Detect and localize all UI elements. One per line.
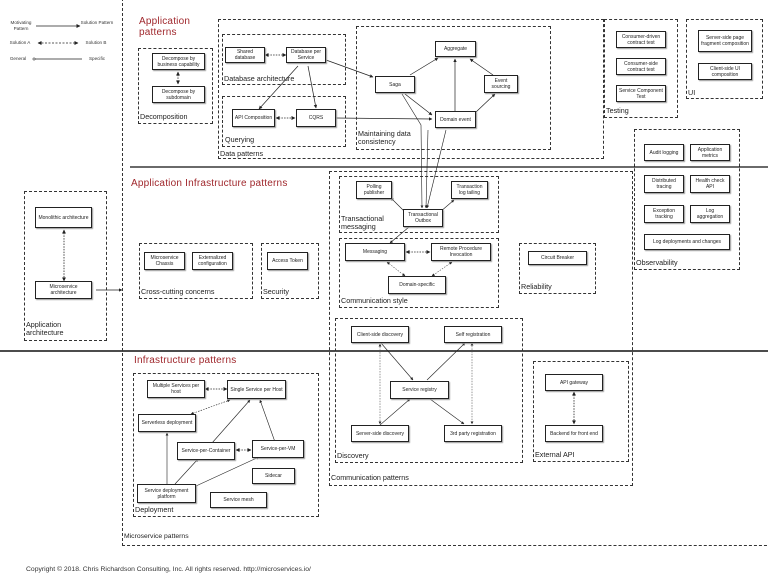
pattern-service-per-vm[interactable]: Service-per-VM [252,440,304,458]
copyright-text: Copyright © 2018. Chris Richardson Consu… [26,566,311,573]
pattern-audit-logging[interactable]: Audit logging [644,144,684,161]
pattern-multiple-services-per-host[interactable]: Multiple Services per host [147,380,205,398]
section-title-application-infrastructure: Application Infrastructure patterns [131,178,288,189]
pattern-3rd-party-registration[interactable]: 3rd party registration [444,425,502,442]
group-label-ui: UI [688,88,696,97]
group-label-querying: Querying [225,135,255,144]
pattern-remote-procedure-invocation[interactable]: Remote Procedure Invocation [431,243,491,261]
group-label-cross-cutting-concerns: Cross-cutting concerns [141,287,215,296]
group-label-reliability: Reliability [521,282,552,291]
group-reliability [519,243,596,294]
group-label-database-architecture: Database architecture [224,74,295,83]
pattern-consumer-driven-contract-test[interactable]: Consumer-driven contract test [616,31,666,48]
pattern-api-gateway[interactable]: API gateway [545,374,603,391]
group-cross-cutting-concerns [139,243,253,299]
section-title-application-patterns: Application patterns [139,16,191,38]
pattern-service-mesh[interactable]: Service mesh [210,492,267,508]
group-observability [634,129,740,270]
pattern-exception-tracking[interactable]: Exception tracking [644,205,684,223]
group-label-data-patterns: Data patterns [220,149,264,158]
pattern-externalized-configuration[interactable]: Externalized configuration [192,252,233,270]
group-label-testing: Testing [606,106,629,115]
group-maintaining-data-consistency [356,26,551,150]
group-ui [686,19,763,99]
group-database-architecture [222,34,346,85]
pattern-saga[interactable]: Saga [375,76,415,93]
pattern-access-token[interactable]: Access Token [267,252,308,270]
group-querying [222,96,346,147]
pattern-decompose-by-subdomain[interactable]: Decompose by subdomain [152,86,205,103]
group-label-decomposition: Decomposition [140,112,188,121]
legend-solution-b: Solution B [85,40,107,45]
pattern-server-side-page-fragment-composition[interactable]: Server-side page fragment composition [698,30,752,52]
legend-solution-pattern: Solution Pattern [80,20,114,25]
group-label-application-architecture: Application architecture [26,320,64,337]
pattern-api-composition[interactable]: API Composition [232,109,275,127]
pattern-log-aggregation[interactable]: Log aggregation [690,205,730,223]
pattern-health-check-api[interactable]: Health check API [690,175,730,193]
group-decomposition [138,48,213,124]
pattern-microservice-chassis[interactable]: Microservice Chassis [144,252,185,270]
group-security [261,243,319,299]
group-external-api [533,361,629,462]
pattern-polling-publisher[interactable]: Polling publisher [356,181,392,199]
pattern-domain-event[interactable]: Domain event [435,111,476,128]
group-label-communication-style: Communication style [341,296,408,305]
pattern-sidecar[interactable]: Sidecar [252,468,295,484]
pattern-consumer-side-contract-test[interactable]: Consumer-side contract test [616,58,666,75]
pattern-serverless-deployment[interactable]: Serverless deployment [138,414,196,432]
pattern-log-deployments-and-changes[interactable]: Log deployments and changes [644,234,730,250]
group-label-external-api: External API [535,450,575,459]
pattern-service-registry[interactable]: Service registry [390,381,449,399]
pattern-single-service-per-host[interactable]: Single Service per Host [227,380,286,399]
pattern-client-side-discovery[interactable]: Client-side discovery [351,326,409,343]
group-deployment [133,373,319,517]
group-label-maintaining-data-consistency: Maintaining data consistency [358,129,411,146]
group-testing [604,19,678,118]
group-label-transactional-messaging: Transactional messaging [341,214,384,231]
pattern-event-sourcing[interactable]: Event sourcing [484,75,518,93]
pattern-service-component-test[interactable]: Service Component Test [616,85,666,102]
section-title-infrastructure: Infrastructure patterns [134,355,237,366]
pattern-decompose-by-business-capability[interactable]: Decompose by business capability [152,53,205,70]
group-discovery [335,318,523,463]
pattern-monolithic-architecture[interactable]: Monolithic architecture [35,207,92,228]
legend-solution-a: Solution A [9,40,31,45]
group-communication-patterns [329,171,633,486]
legend-motivating-pattern: Motivating Pattern [10,20,32,31]
pattern-client-side-ui-composition[interactable]: Client-side UI composition [698,63,752,80]
legend-specific: Specific [88,56,106,61]
pattern-microservice-architecture[interactable]: Microservice architecture [35,281,92,299]
pattern-circuit-breaker[interactable]: Circuit Breaker [528,251,587,265]
group-microservice-patterns [122,0,768,546]
group-label-deployment: Deployment [135,505,174,514]
group-label-microservice-patterns: Microservice patterns [124,533,189,540]
pattern-transactional-outbox[interactable]: Transactional Outbox [403,209,443,227]
group-label-discovery: Discovery [337,451,369,460]
pattern-self-registration[interactable]: Self registration [444,326,502,343]
pattern-database-per-service[interactable]: Database per Service [286,47,326,63]
pattern-server-side-discovery[interactable]: Server-side discovery [351,425,409,442]
pattern-service-per-container[interactable]: Service-per-Container [177,442,235,460]
group-label-communication-patterns: Communication patterns [331,473,409,482]
pattern-application-metrics[interactable]: Application metrics [690,144,730,161]
pattern-distributed-tracing[interactable]: Distributed tracing [644,175,684,193]
pattern-messaging[interactable]: Messaging [345,243,405,261]
pattern-transaction-log-tailing[interactable]: Transaction log tailing [451,181,488,199]
pattern-domain-specific[interactable]: Domain-specific [388,276,446,294]
group-application-architecture [24,191,107,341]
group-transactional-messaging [339,176,499,233]
group-data-patterns [218,19,604,159]
pattern-backend-for-front-end[interactable]: Backend for front end [545,425,603,442]
group-label-observability: Observability [636,258,678,267]
group-label-security: Security [263,287,289,296]
pattern-aggregate[interactable]: Aggregate [435,41,476,57]
pattern-shared-database[interactable]: Shared database [225,47,265,63]
legend-general: General [9,56,27,61]
pattern-cqrs[interactable]: CQRS [296,109,336,127]
pattern-service-deployment-platform[interactable]: Service deployment platform [137,484,196,503]
group-communication-style [339,238,499,308]
